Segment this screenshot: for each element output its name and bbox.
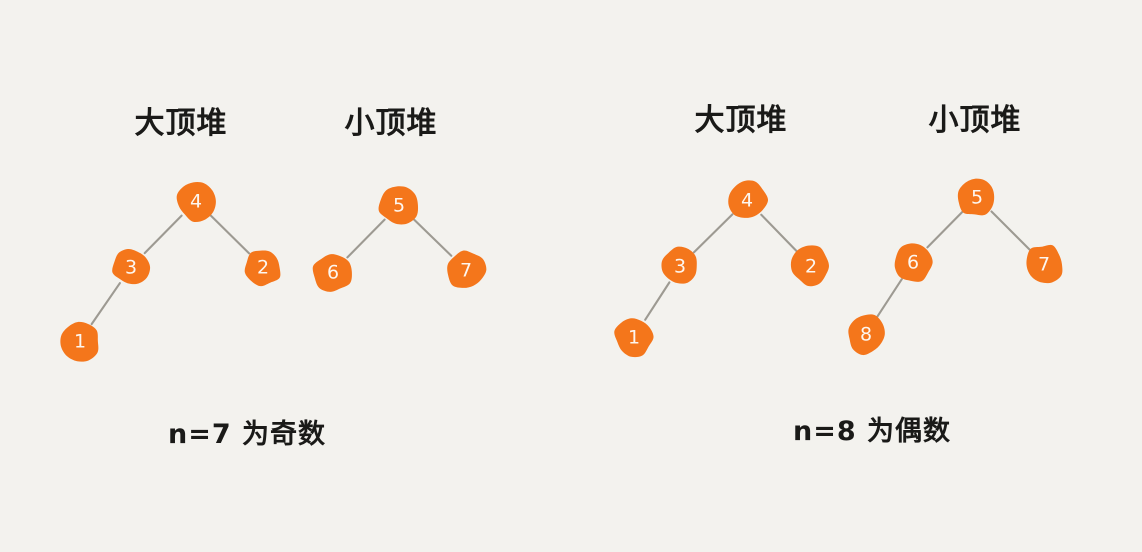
node-circle bbox=[894, 243, 933, 282]
tree-heading-max-heap-odd: 大顶堆 bbox=[135, 106, 228, 141]
tree-edge bbox=[990, 210, 1031, 251]
tree-node[interactable]: 6 bbox=[894, 243, 933, 282]
tree-node[interactable]: 3 bbox=[112, 248, 151, 285]
panel-caption-even-panel: n=8 为偶数 bbox=[793, 416, 951, 447]
node-value-label: 5 bbox=[971, 187, 983, 209]
node-circle bbox=[1026, 244, 1063, 284]
node-value-label: 3 bbox=[674, 256, 686, 278]
labels-layer: 大顶堆 小顶堆 n=7 为奇数 大顶堆 小顶堆 n=8 为偶数 bbox=[135, 103, 1022, 450]
tree-node[interactable]: 1 bbox=[60, 321, 99, 362]
node-value-label: 2 bbox=[257, 257, 269, 279]
node-circle bbox=[378, 186, 419, 225]
tree-node[interactable]: 4 bbox=[176, 182, 216, 223]
node-value-label: 4 bbox=[190, 191, 202, 213]
node-circle bbox=[728, 180, 769, 218]
tree-heading-max-heap-even: 大顶堆 bbox=[695, 103, 788, 138]
tree-node[interactable]: 3 bbox=[661, 246, 697, 284]
tree-edge bbox=[926, 210, 964, 249]
tree-edge bbox=[876, 278, 903, 318]
node-circle bbox=[957, 178, 995, 216]
tree-edge bbox=[412, 218, 453, 257]
tree-edge bbox=[644, 281, 671, 321]
panel-caption-odd-panel: n=7 为奇数 bbox=[168, 419, 326, 450]
node-value-label: 1 bbox=[74, 331, 86, 353]
tree-heading-min-heap-odd: 小顶堆 bbox=[345, 106, 438, 141]
node-circle bbox=[176, 182, 216, 223]
tree-edge bbox=[143, 214, 183, 255]
node-value-label: 8 bbox=[860, 324, 872, 346]
tree-edge bbox=[90, 282, 121, 326]
node-value-label: 4 bbox=[741, 190, 753, 212]
node-value-label: 7 bbox=[460, 260, 472, 282]
node-circle bbox=[112, 248, 151, 285]
node-circle bbox=[790, 245, 829, 287]
tree-node[interactable]: 7 bbox=[447, 250, 487, 288]
node-value-label: 3 bbox=[125, 257, 137, 279]
tree-edge bbox=[760, 213, 798, 253]
node-circle bbox=[447, 250, 487, 288]
node-circle bbox=[60, 321, 99, 362]
tree-node[interactable]: 7 bbox=[1026, 244, 1063, 284]
tree-node[interactable]: 5 bbox=[957, 178, 995, 216]
node-circle bbox=[312, 254, 352, 292]
tree-edge bbox=[692, 213, 734, 254]
node-value-label: 1 bbox=[628, 327, 640, 349]
node-circle bbox=[244, 250, 281, 287]
tree-heading-min-heap-even: 小顶堆 bbox=[929, 103, 1022, 138]
node-circle bbox=[614, 318, 654, 358]
tree-edge bbox=[209, 214, 251, 255]
node-value-label: 6 bbox=[907, 252, 919, 274]
tree-node[interactable]: 4 bbox=[728, 180, 769, 218]
tree-node[interactable]: 8 bbox=[848, 314, 885, 356]
tree-node[interactable]: 6 bbox=[312, 254, 352, 292]
tree-node[interactable]: 1 bbox=[614, 318, 654, 358]
tree-node[interactable]: 2 bbox=[790, 245, 829, 287]
node-value-label: 7 bbox=[1038, 254, 1050, 276]
tree-node[interactable]: 2 bbox=[244, 250, 281, 287]
node-value-label: 2 bbox=[805, 256, 817, 278]
tree-node[interactable]: 5 bbox=[378, 186, 419, 225]
node-circle bbox=[661, 246, 697, 284]
tree-edge bbox=[346, 218, 386, 259]
edges-layer bbox=[90, 210, 1031, 326]
node-circle bbox=[848, 314, 885, 356]
node-value-label: 5 bbox=[393, 195, 405, 217]
node-value-label: 6 bbox=[327, 262, 339, 284]
nodes-layer: 4 3 2 1 5 6 7 4 3 2 1 5 6 7 8 bbox=[60, 178, 1063, 362]
